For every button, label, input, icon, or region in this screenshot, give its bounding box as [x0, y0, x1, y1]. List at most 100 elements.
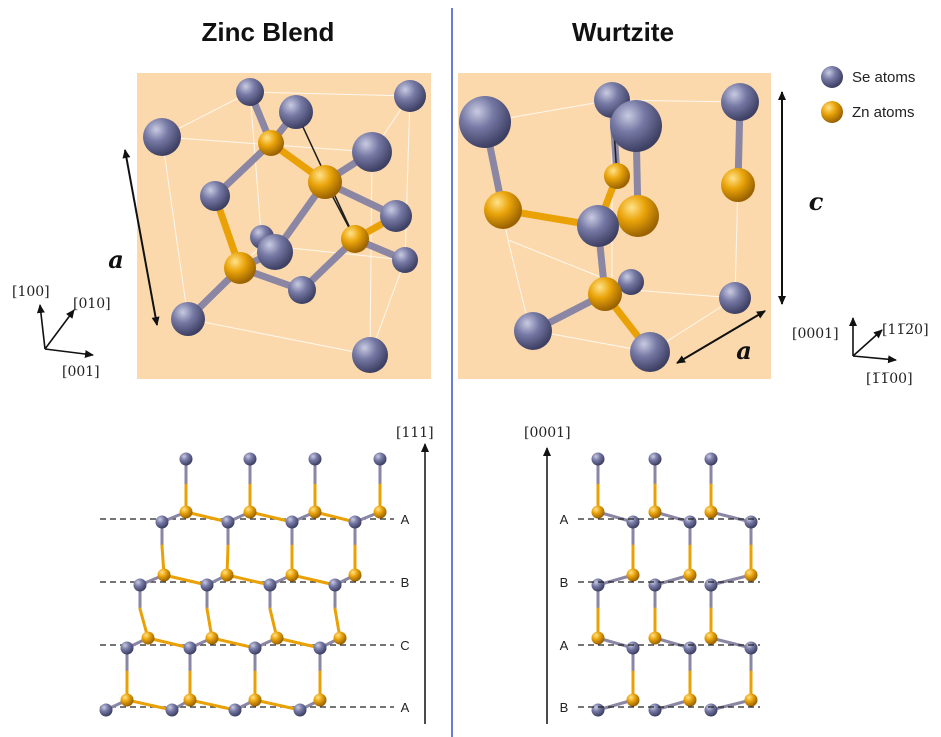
- se-atom: [228, 703, 242, 717]
- zn-atom: [721, 168, 755, 202]
- zn-atom: [744, 693, 758, 707]
- zn-atom: [141, 631, 155, 645]
- zinc-blend-title: Zinc Blend: [202, 17, 335, 47]
- se-atom: [394, 80, 426, 112]
- zn-atom: [220, 568, 234, 582]
- zinc-blend-atoms: [143, 78, 426, 373]
- se-atom: [183, 641, 197, 655]
- se-atom: [721, 83, 759, 121]
- bond: [146, 636, 192, 650]
- se-atom: [313, 641, 327, 655]
- wz-lattice-a-label: a: [736, 336, 752, 365]
- bond: [210, 636, 257, 650]
- se-atom: [348, 515, 362, 529]
- se-atom: [200, 181, 230, 211]
- se-atom: [704, 703, 718, 717]
- zn-atom: [588, 277, 622, 311]
- bond: [709, 510, 753, 524]
- se-atom: [133, 578, 147, 592]
- se-atom: [744, 641, 758, 655]
- zb-axis-100-label: [100]: [12, 284, 50, 300]
- wz-stacking-direction-label: [0001]: [524, 425, 571, 441]
- se-atom: [171, 302, 205, 336]
- se-atom: [380, 200, 412, 232]
- bond: [290, 573, 337, 587]
- zn-atom: [591, 631, 605, 645]
- zb-layer-label: B: [401, 575, 410, 590]
- se-atom: [165, 703, 179, 717]
- wz-lattice-c-label: c: [809, 187, 824, 216]
- bond: [313, 510, 357, 524]
- zb-axis-001-label: [001]: [62, 364, 100, 380]
- zn-atom: [626, 568, 640, 582]
- wz-layer-label: A: [560, 512, 569, 527]
- bond: [709, 636, 753, 650]
- legend-zn-swatch: [821, 101, 843, 123]
- se-atom: [99, 703, 113, 717]
- zb-layer-label: A: [401, 512, 410, 527]
- se-atom: [683, 515, 697, 529]
- wurtzite-stacking-view: [578, 452, 760, 717]
- zb-lattice-a-arrow: [122, 149, 160, 326]
- wz-layer-label: A: [560, 638, 569, 653]
- bond: [275, 636, 322, 650]
- se-atom: [626, 641, 640, 655]
- zb-stacking-direction-label: [111]: [396, 425, 434, 441]
- se-atom: [248, 641, 262, 655]
- zn-atom: [348, 568, 362, 582]
- se-atom: [352, 132, 392, 172]
- zn-atom: [313, 693, 327, 707]
- se-atom: [719, 282, 751, 314]
- se-atom: [120, 641, 134, 655]
- zn-atom: [157, 568, 171, 582]
- se-atom: [293, 703, 307, 717]
- zn-atom: [626, 693, 640, 707]
- zn-atom: [179, 505, 193, 519]
- se-atom: [373, 452, 387, 466]
- zn-atom: [341, 225, 369, 253]
- se-atom: [704, 578, 718, 592]
- zb-cubic-axes: [100] [010] [001]: [12, 284, 111, 380]
- se-atom: [285, 515, 299, 529]
- zn-atom: [270, 631, 284, 645]
- se-atom: [683, 641, 697, 655]
- wz-lattice-a-arrow: [676, 310, 766, 364]
- zb-layer-label: A: [401, 700, 410, 715]
- zn-atom: [704, 631, 718, 645]
- zn-atom: [120, 693, 134, 707]
- wz-hex-axes: [0001] [11̅2̅0] [1̅1̅00]: [792, 317, 929, 387]
- zn-atom: [683, 693, 697, 707]
- zn-atom: [648, 505, 662, 519]
- zb-axis-010-label: [010]: [73, 296, 111, 312]
- se-atom: [221, 515, 235, 529]
- wurtzite-atoms: [459, 82, 759, 372]
- zn-atom: [248, 693, 262, 707]
- se-atom: [630, 332, 670, 372]
- bond: [248, 510, 294, 524]
- se-atom: [704, 452, 718, 466]
- zn-atom: [484, 191, 522, 229]
- zn-atom: [617, 195, 659, 237]
- zb-layer-label: C: [400, 638, 409, 653]
- se-atom: [648, 703, 662, 717]
- bond: [125, 698, 174, 712]
- zn-atom: [308, 505, 322, 519]
- wz-axis-11-20-label: [11̅2̅0]: [882, 322, 929, 338]
- bond: [225, 573, 272, 587]
- zb-lattice-a-label: a: [108, 245, 124, 274]
- se-atom: [257, 234, 293, 270]
- se-atom: [200, 578, 214, 592]
- legend: Se atoms Zn atoms: [821, 66, 915, 123]
- legend-se-swatch: [821, 66, 843, 88]
- se-atom: [648, 578, 662, 592]
- wurtzite-title: Wurtzite: [572, 17, 674, 47]
- zb-lattice: [99, 452, 387, 717]
- zn-atom: [604, 163, 630, 189]
- se-atom: [626, 515, 640, 529]
- se-atom: [591, 452, 605, 466]
- zn-atom: [683, 568, 697, 582]
- zn-atom: [591, 505, 605, 519]
- bond: [709, 698, 753, 712]
- se-atom: [236, 78, 264, 106]
